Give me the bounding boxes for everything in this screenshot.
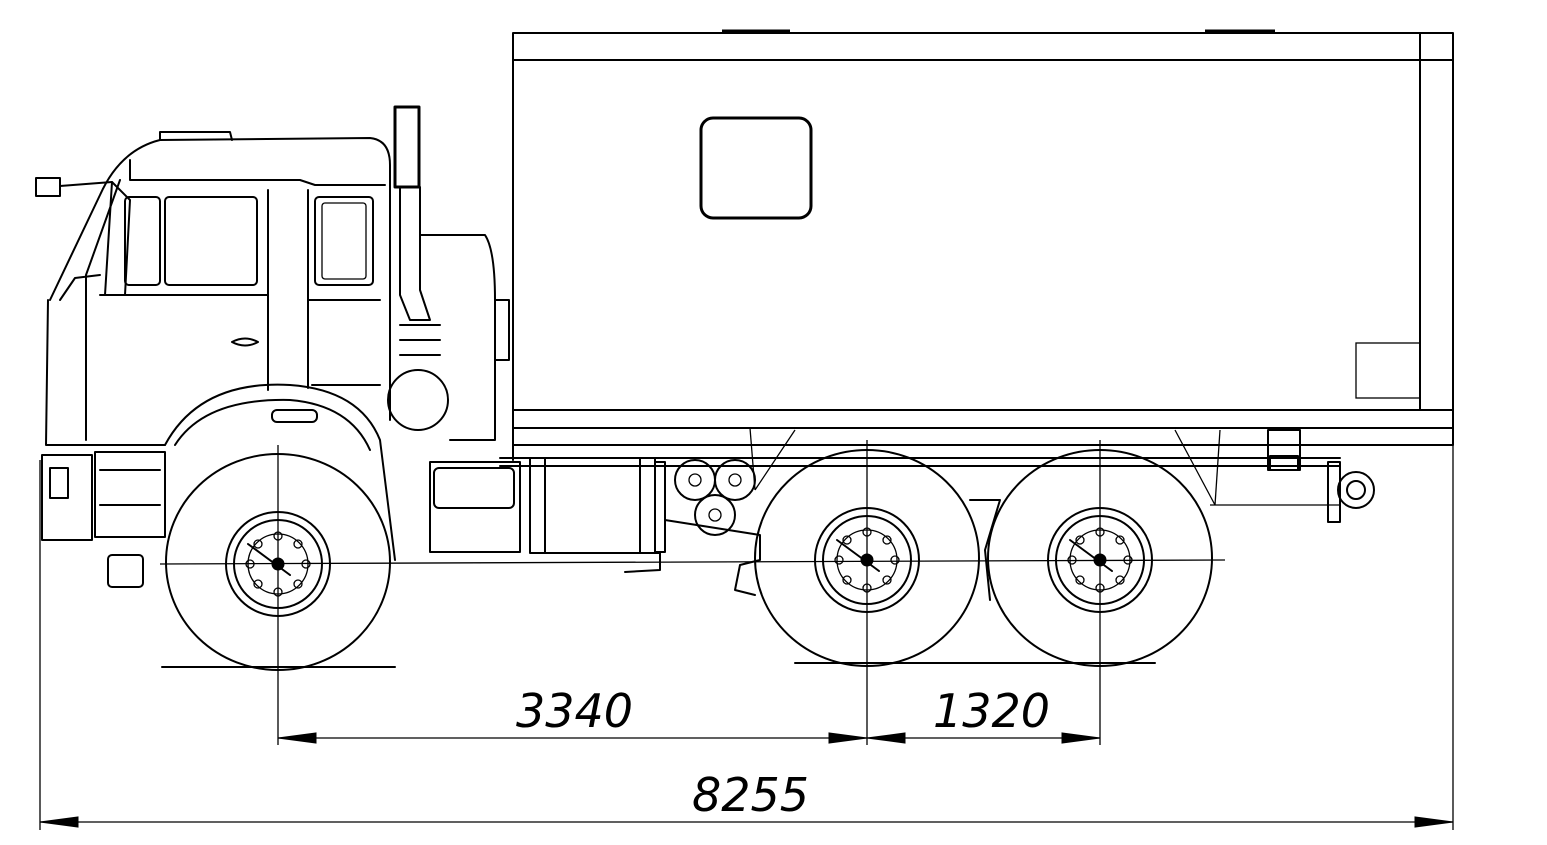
dimension-overall-length: 8255 <box>692 768 809 822</box>
cab <box>35 131 396 588</box>
air-receiver-2 <box>714 459 756 501</box>
dimension-lines <box>39 440 1454 830</box>
dimension-wheelbase-front: 3340 <box>516 684 633 738</box>
dimension-wheelbase-rear: 1320 <box>933 684 1050 738</box>
rear-panel-hatch <box>1355 342 1421 399</box>
cab-door-window <box>164 196 258 286</box>
fuel-tank <box>529 457 656 554</box>
side-mirror <box>35 177 61 197</box>
front-bumper <box>41 454 93 541</box>
air-receiver-3 <box>694 494 736 536</box>
chassis-components <box>429 457 1001 601</box>
body-window <box>699 116 813 220</box>
air-intake-pipe <box>387 105 510 441</box>
chassis-frame <box>499 427 1375 523</box>
front-fender <box>164 383 396 561</box>
air-filter <box>387 369 449 431</box>
rear-cab-window <box>314 196 374 286</box>
battery-box <box>429 461 521 553</box>
cargo-body <box>512 29 1454 446</box>
